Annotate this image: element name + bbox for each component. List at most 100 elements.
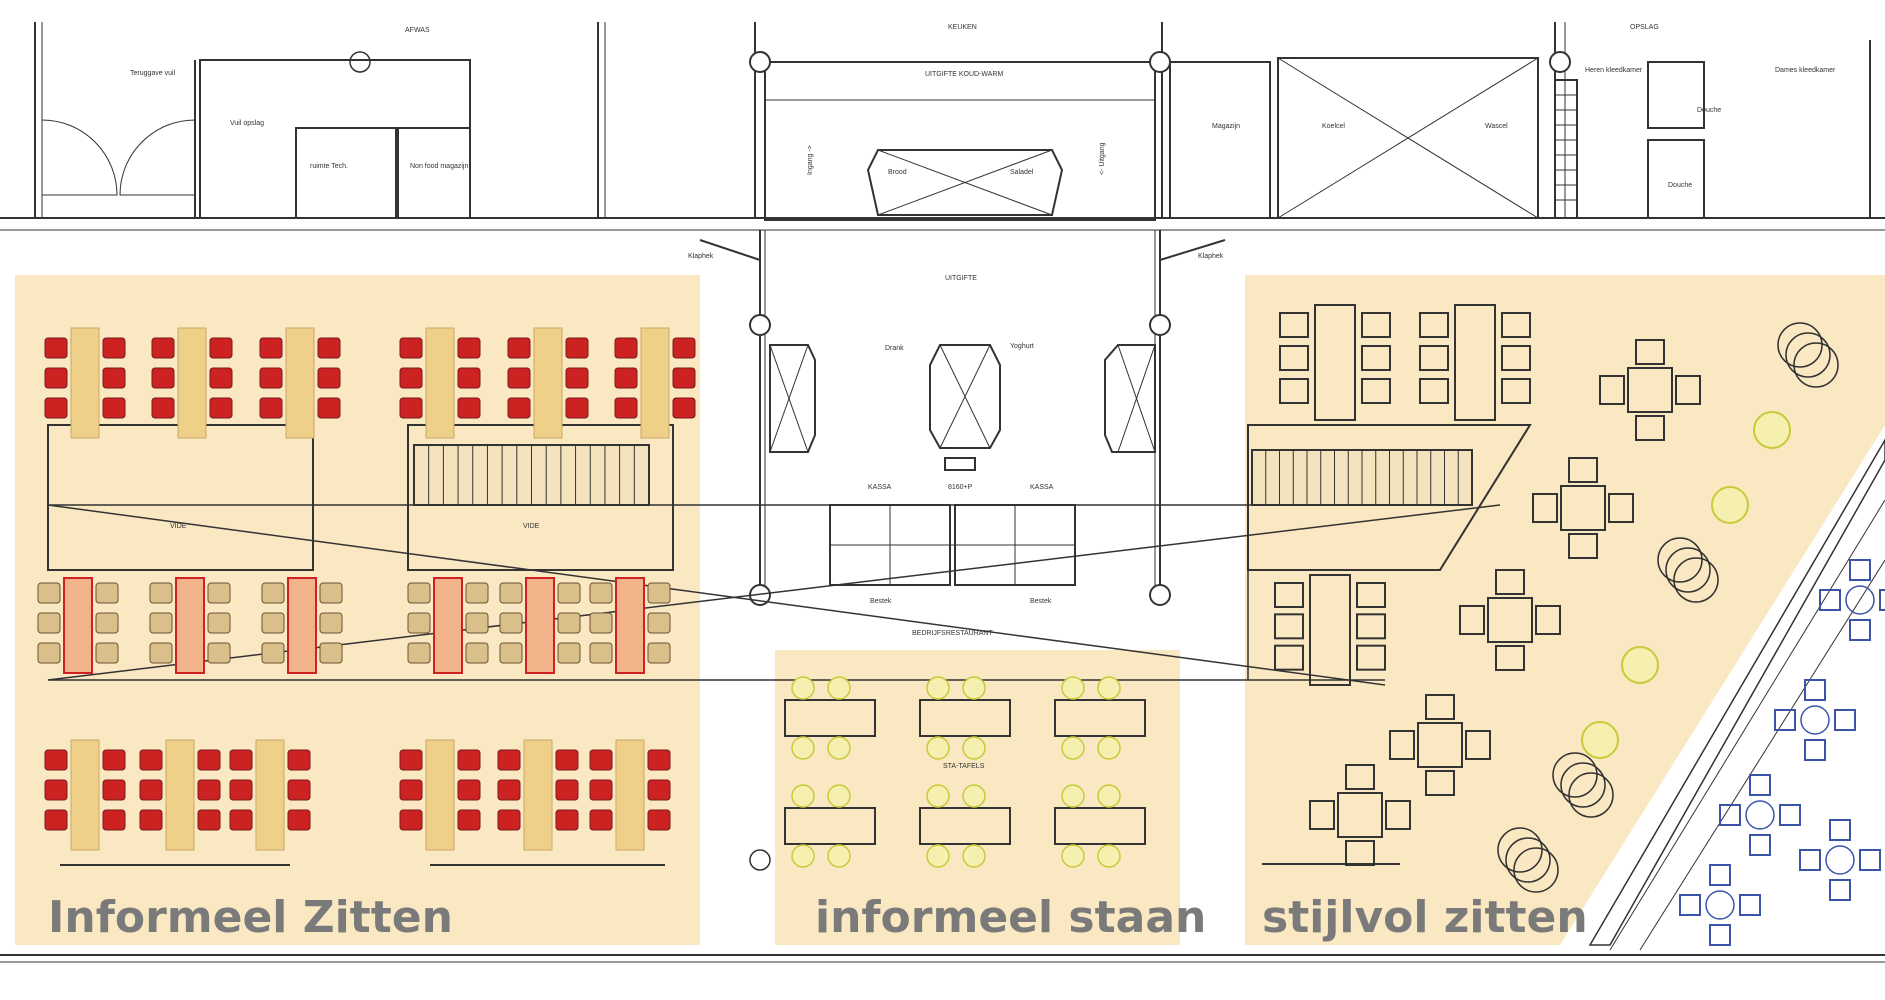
sta-table — [919, 699, 1011, 737]
chair-outline — [1459, 605, 1485, 635]
label-bestek-right: Bestek — [1030, 598, 1052, 605]
sta-table — [784, 699, 876, 737]
round-stool — [1665, 547, 1711, 593]
chair-outline — [1419, 345, 1449, 371]
label-teruggave: Teruggave vuil — [130, 70, 176, 77]
chair-tan — [557, 642, 581, 664]
chair-red — [457, 779, 481, 801]
facade-line — [1639, 559, 1885, 951]
chair-red — [565, 367, 589, 389]
label-dames: Dames kleedkamer — [1775, 67, 1836, 74]
chair-outline — [1501, 312, 1531, 338]
sta-table — [1054, 807, 1146, 845]
chair-outline — [1385, 800, 1411, 830]
chair-tan — [499, 642, 523, 664]
chair-red — [672, 337, 696, 359]
chair-red — [672, 397, 696, 419]
long-table — [1309, 574, 1351, 686]
column — [749, 314, 771, 336]
chair-red — [259, 397, 283, 419]
chair-tan — [261, 642, 285, 664]
table-tan — [70, 739, 100, 851]
label-koelcel: Koelcel — [1322, 123, 1345, 130]
terrace-table — [1800, 705, 1830, 735]
chair-red — [44, 749, 68, 771]
stool-yellow — [791, 676, 815, 700]
table-tan — [533, 327, 563, 439]
chair-tan — [149, 582, 173, 604]
chair-tan — [407, 582, 431, 604]
zone-label-informeel-zitten: Informeel Zitten — [48, 892, 453, 943]
chair-red — [102, 779, 126, 801]
chair-tan — [557, 612, 581, 634]
label-douche-1: Douche — [1697, 107, 1721, 114]
table-tan — [70, 327, 100, 439]
walls — [0, 22, 1885, 963]
counter-yoghurt — [1104, 344, 1156, 453]
chair-red — [44, 337, 68, 359]
chair-tan — [319, 582, 343, 604]
label-vide-left: VIDE — [170, 523, 187, 530]
round-stool — [1560, 762, 1606, 808]
room-non-food — [397, 127, 471, 219]
long-table — [1454, 304, 1496, 421]
chair-outline — [1279, 345, 1309, 371]
chair-red — [317, 367, 341, 389]
table-tan — [177, 327, 207, 439]
terrace-chair — [1799, 849, 1821, 871]
stool-yellow — [1711, 486, 1749, 524]
terrace-chair — [1829, 819, 1851, 841]
chair-tan — [37, 642, 61, 664]
square-table — [1487, 597, 1533, 643]
terrace-chair — [1779, 804, 1801, 826]
chair-red — [399, 397, 423, 419]
chair-tan — [95, 642, 119, 664]
label-keuken: KEUKEN — [948, 24, 977, 31]
label-wascel: Wascel — [1485, 123, 1508, 130]
chair-red — [259, 337, 283, 359]
chair-red — [151, 397, 175, 419]
chair-outline — [1465, 730, 1491, 760]
chair-tan — [647, 642, 671, 664]
chair-red — [151, 367, 175, 389]
chair-red — [44, 809, 68, 831]
stool-yellow — [827, 736, 851, 760]
stool-yellow — [1581, 721, 1619, 759]
chair-red — [287, 749, 311, 771]
terrace-chair — [1679, 894, 1701, 916]
chair-outline — [1675, 375, 1701, 405]
chair-red — [399, 367, 423, 389]
cross — [939, 344, 991, 449]
chair-tan — [95, 582, 119, 604]
table-tan — [640, 327, 670, 439]
chair-red — [457, 367, 481, 389]
stool-yellow — [962, 784, 986, 808]
chair-red — [589, 749, 613, 771]
terrace-table — [1825, 845, 1855, 875]
label-vide-mid: VIDE — [523, 523, 540, 530]
label-afwas: AFWAS — [405, 27, 430, 34]
cross — [769, 344, 809, 453]
terrace-chair — [1739, 894, 1761, 916]
table-tan — [425, 327, 455, 439]
label-bedrijfsrestaurant: BEDRIJFSRESTAURANT — [912, 630, 993, 637]
square-table — [1337, 792, 1383, 838]
sta-table — [784, 807, 876, 845]
chair-red — [457, 337, 481, 359]
sta-table — [919, 807, 1011, 845]
label-heren: Heren kleedkamer — [1585, 67, 1643, 74]
chair-red — [209, 367, 233, 389]
chair-outline — [1635, 339, 1665, 365]
chair-red — [497, 809, 521, 831]
facade-line — [1609, 499, 1885, 951]
terrace-chair — [1719, 804, 1741, 826]
chair-red — [589, 779, 613, 801]
column — [749, 51, 771, 73]
label-drank: Drank — [885, 345, 904, 352]
wall-line — [699, 239, 761, 261]
stool-yellow — [1097, 844, 1121, 868]
chair-tan — [465, 612, 489, 634]
terrace-chair — [1804, 679, 1826, 701]
chair-red — [317, 397, 341, 419]
